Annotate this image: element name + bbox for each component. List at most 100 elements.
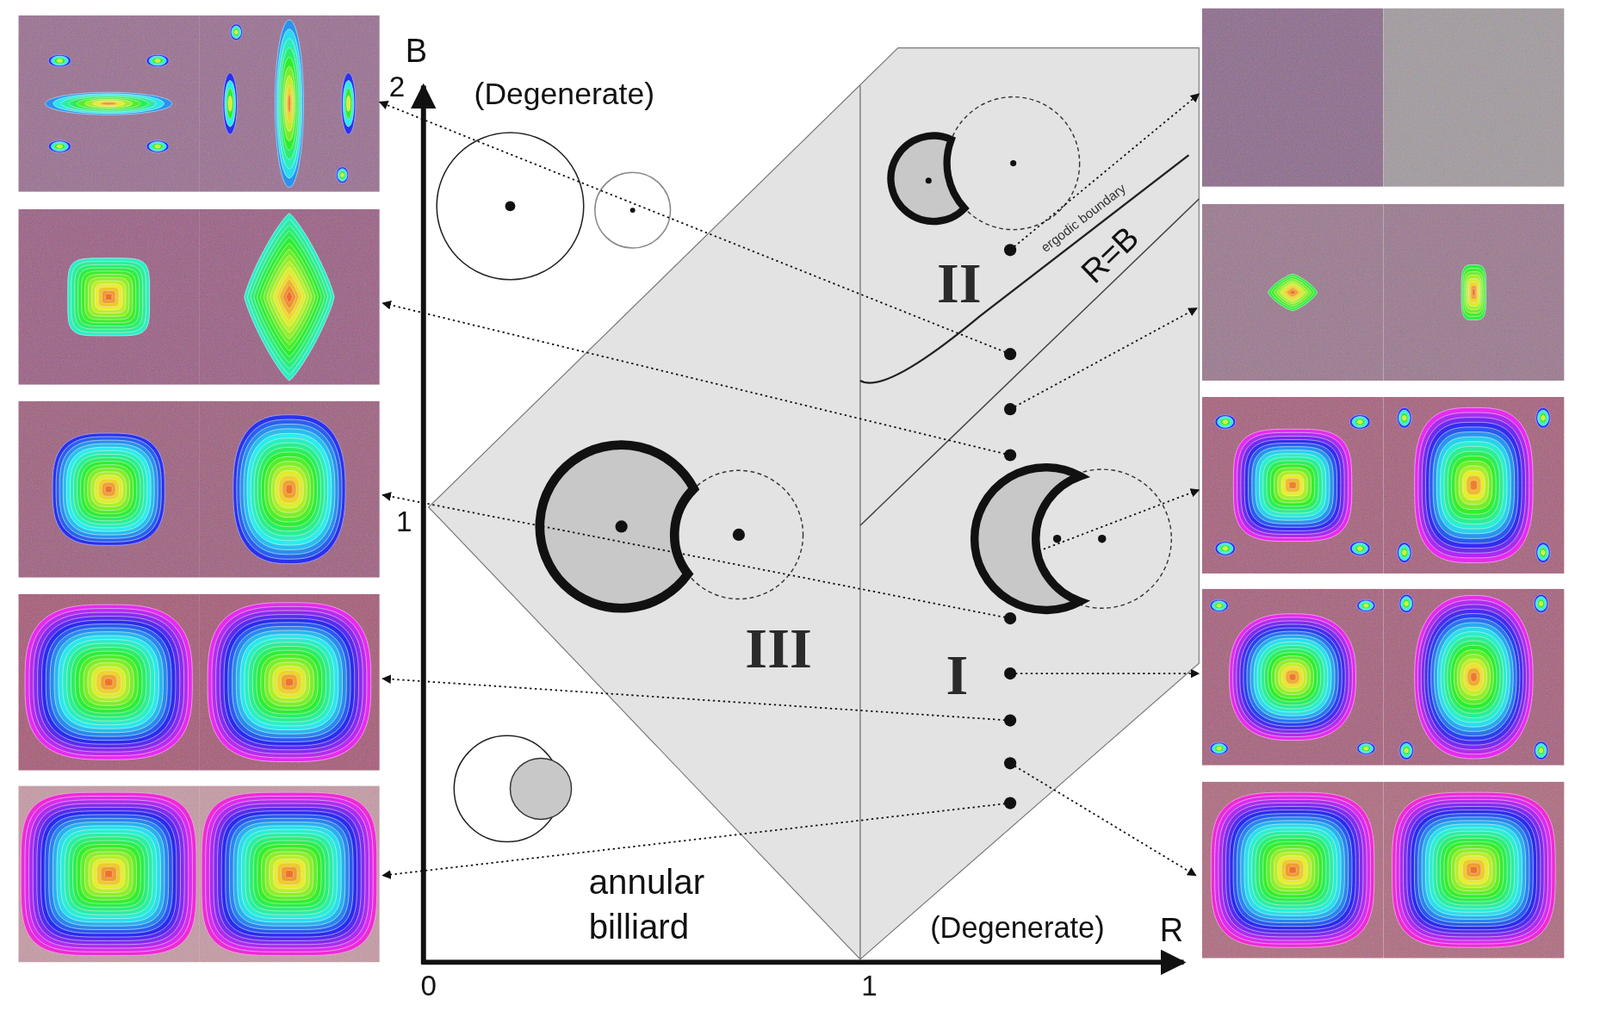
invariant-curve bbox=[1432, 432, 1514, 540]
invariant-curve bbox=[1209, 742, 1228, 755]
tick-label: 0 bbox=[420, 971, 436, 1003]
invariant-curve bbox=[1361, 745, 1371, 752]
divider-line bbox=[859, 86, 861, 960]
invariant-curve bbox=[1286, 287, 1299, 298]
chaotic-sea bbox=[198, 785, 380, 962]
invariant-curve bbox=[249, 837, 330, 912]
invariant-curve bbox=[231, 25, 242, 38]
invariant-curve bbox=[1420, 604, 1526, 751]
invariant-curve bbox=[1402, 550, 1407, 556]
invariant-curve bbox=[1455, 460, 1493, 509]
phase-portrait bbox=[198, 785, 380, 962]
invariant-curve bbox=[1358, 744, 1373, 754]
region-numeral: II bbox=[936, 252, 982, 316]
invariant-curve bbox=[247, 433, 332, 546]
invariant-curve bbox=[205, 795, 374, 952]
invariant-curve bbox=[62, 443, 155, 535]
leader-arrow bbox=[1010, 93, 1199, 250]
invariant-curve bbox=[253, 840, 325, 908]
invariant-curve bbox=[1278, 663, 1308, 692]
invariant-curve bbox=[1243, 627, 1342, 726]
invariant-curve bbox=[91, 471, 127, 508]
invariant-curve bbox=[1426, 421, 1523, 548]
invariant-curve bbox=[257, 447, 321, 532]
portrait-ground bbox=[198, 401, 380, 578]
invariant-curve bbox=[1429, 427, 1519, 544]
chaotic-sea bbox=[1382, 781, 1564, 959]
invariant-curve bbox=[1215, 541, 1236, 557]
invariant-curve bbox=[33, 612, 185, 752]
invariant-curve bbox=[45, 92, 173, 115]
chaotic-sea bbox=[198, 209, 380, 385]
invariant-curve bbox=[1447, 451, 1500, 520]
invariant-curve bbox=[48, 140, 71, 153]
invariant-curve bbox=[1455, 852, 1493, 888]
invariant-curve bbox=[152, 142, 164, 149]
invariant-curve bbox=[87, 277, 129, 317]
invariant-curve bbox=[81, 271, 137, 323]
invariant-curve bbox=[232, 626, 348, 738]
invariant-curve bbox=[229, 24, 242, 41]
invariant-curve bbox=[240, 423, 339, 554]
invariant-curve bbox=[68, 837, 149, 912]
invariant-curve bbox=[1469, 281, 1479, 303]
invariant-curve bbox=[66, 446, 151, 532]
invariant-curve bbox=[1233, 428, 1352, 541]
invariant-curve bbox=[92, 666, 126, 698]
invariant-curve bbox=[281, 866, 298, 881]
phase-portrait bbox=[18, 594, 199, 771]
invariant-curve bbox=[260, 242, 318, 351]
b-axis bbox=[421, 86, 427, 965]
invariant-curve bbox=[29, 608, 189, 757]
phase-portrait bbox=[1202, 7, 1383, 187]
invariant-curve bbox=[1222, 546, 1228, 551]
invariant-curve bbox=[244, 213, 335, 381]
invariant-curve bbox=[1536, 542, 1551, 564]
invariant-curve bbox=[1246, 631, 1339, 723]
portrait-ground bbox=[1382, 781, 1564, 959]
invariant-curve bbox=[263, 248, 316, 345]
region-numeral: III bbox=[744, 617, 812, 681]
invariant-curve bbox=[1401, 744, 1412, 758]
invariant-curve bbox=[1240, 820, 1346, 920]
invariant-curve bbox=[261, 848, 318, 900]
invariant-curve bbox=[96, 670, 122, 695]
invariant-curve bbox=[1266, 460, 1319, 510]
invariant-curve bbox=[67, 643, 151, 721]
invariant-curve bbox=[146, 54, 169, 67]
phase-portrait bbox=[198, 594, 380, 771]
invariant-curve bbox=[1537, 745, 1545, 756]
phase-portrait bbox=[1382, 7, 1564, 187]
invariant-curve bbox=[1214, 602, 1224, 609]
invariant-curve bbox=[1396, 407, 1412, 428]
chaotic-sea bbox=[1202, 7, 1383, 187]
invariant-curve bbox=[1289, 673, 1297, 681]
invariant-curve bbox=[1392, 792, 1557, 948]
invariant-curve bbox=[279, 47, 299, 160]
invariant-curve bbox=[73, 840, 145, 908]
portrait-ground bbox=[18, 785, 199, 962]
invariant-curve bbox=[1357, 420, 1363, 424]
invariant-curve bbox=[1358, 601, 1373, 611]
invariant-curve bbox=[1440, 441, 1507, 529]
leader-arrows bbox=[379, 93, 1200, 876]
invariant-curve bbox=[70, 647, 146, 718]
invariant-curve bbox=[1437, 626, 1510, 727]
invariant-curve bbox=[277, 669, 302, 695]
invariant-curve bbox=[1421, 417, 1526, 554]
invariant-curve bbox=[1424, 608, 1524, 745]
invariant-curve bbox=[1240, 435, 1345, 534]
invariant-curve bbox=[1447, 640, 1501, 714]
invariant-curve bbox=[1440, 632, 1507, 723]
invariant-curve bbox=[1535, 744, 1546, 758]
phase-portrait bbox=[18, 15, 199, 193]
invariant-curve bbox=[1417, 600, 1530, 755]
invariant-curve bbox=[1458, 465, 1489, 505]
invariant-curve bbox=[1407, 806, 1541, 933]
tick-label: 1 bbox=[396, 506, 412, 538]
invariant-curve bbox=[148, 55, 167, 66]
axis-title: B bbox=[405, 32, 428, 69]
invariant-curve bbox=[56, 59, 63, 63]
invariant-curve bbox=[345, 87, 353, 119]
